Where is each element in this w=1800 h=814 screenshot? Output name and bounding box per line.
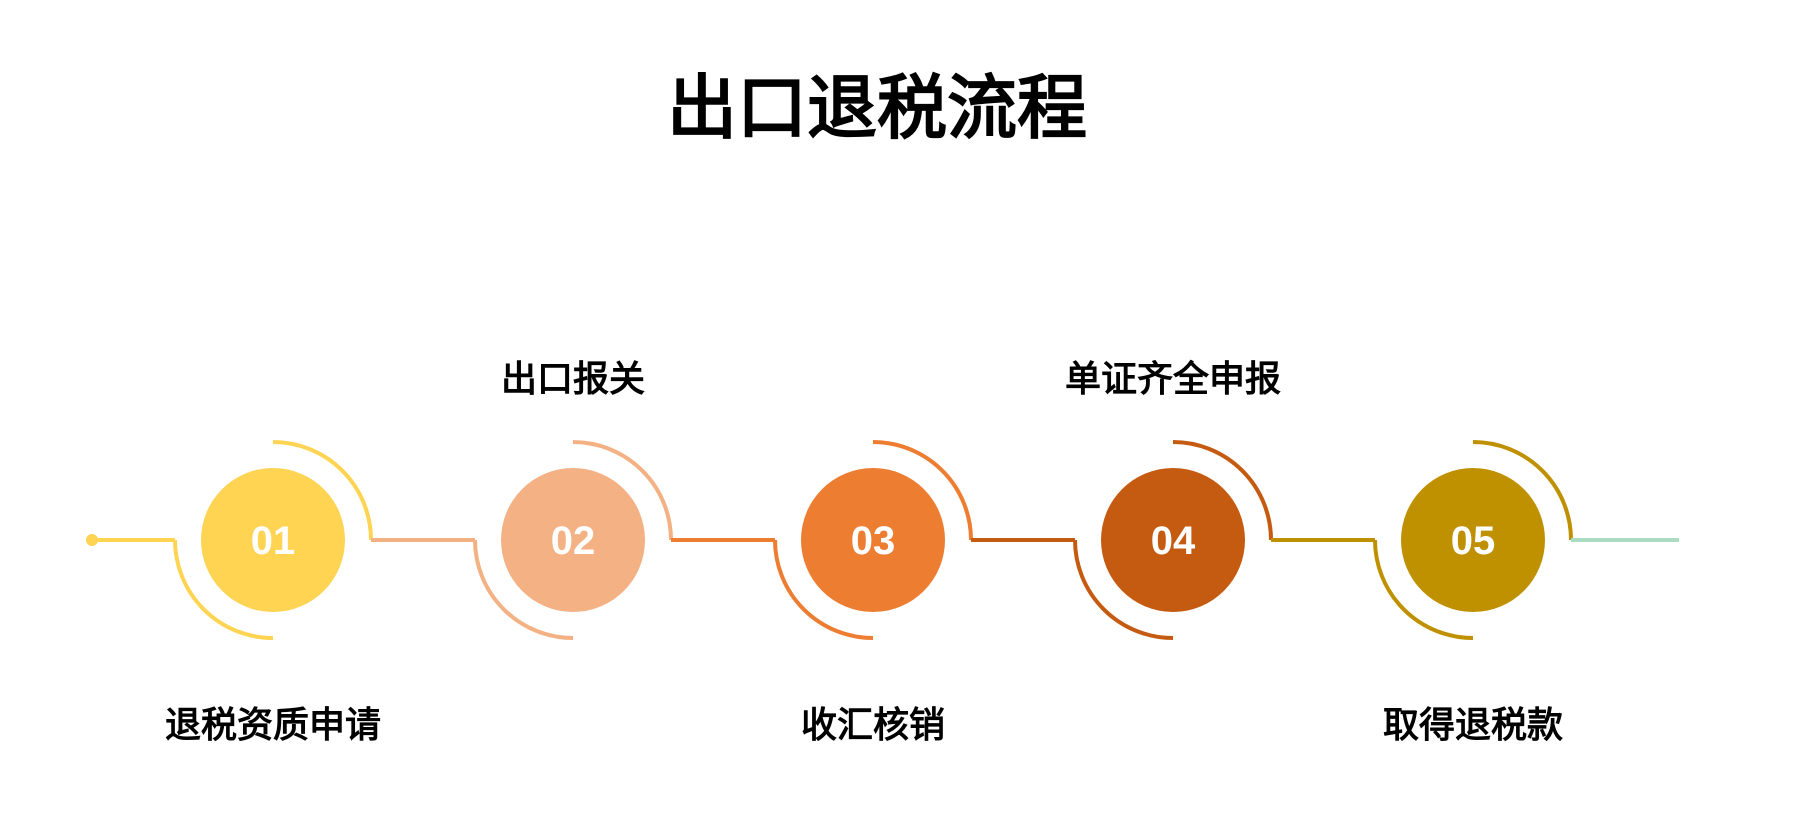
step-label: 出口报关: [500, 359, 645, 400]
step-number: 03: [851, 519, 896, 563]
step-label: 取得退税款: [1382, 705, 1563, 746]
step-label: 单证齐全申报: [1064, 359, 1281, 400]
step-circle: [1101, 468, 1245, 612]
step-label: 退税资质申请: [164, 705, 381, 746]
lower-arc: [473, 539, 574, 640]
step-number: 04: [1151, 519, 1196, 563]
step-circle: [201, 468, 345, 612]
upper-arc: [1472, 440, 1573, 541]
lower-arc: [1073, 539, 1174, 640]
step-circle: [1401, 468, 1545, 612]
step-number: 02: [551, 519, 596, 563]
step-circle: [501, 468, 645, 612]
upper-arc: [872, 440, 973, 541]
step-number: 05: [1451, 519, 1496, 563]
lower-arc: [1373, 539, 1474, 640]
upper-arc: [1172, 440, 1273, 541]
step-label: 收汇核销: [800, 705, 945, 746]
upper-arc: [272, 440, 373, 541]
lower-arc: [173, 539, 274, 640]
lower-arc: [773, 539, 874, 640]
step-circle: [801, 468, 945, 612]
page-title: 出口退税流程: [667, 67, 1087, 149]
upper-arc: [572, 440, 673, 541]
step-number: 01: [251, 519, 296, 563]
